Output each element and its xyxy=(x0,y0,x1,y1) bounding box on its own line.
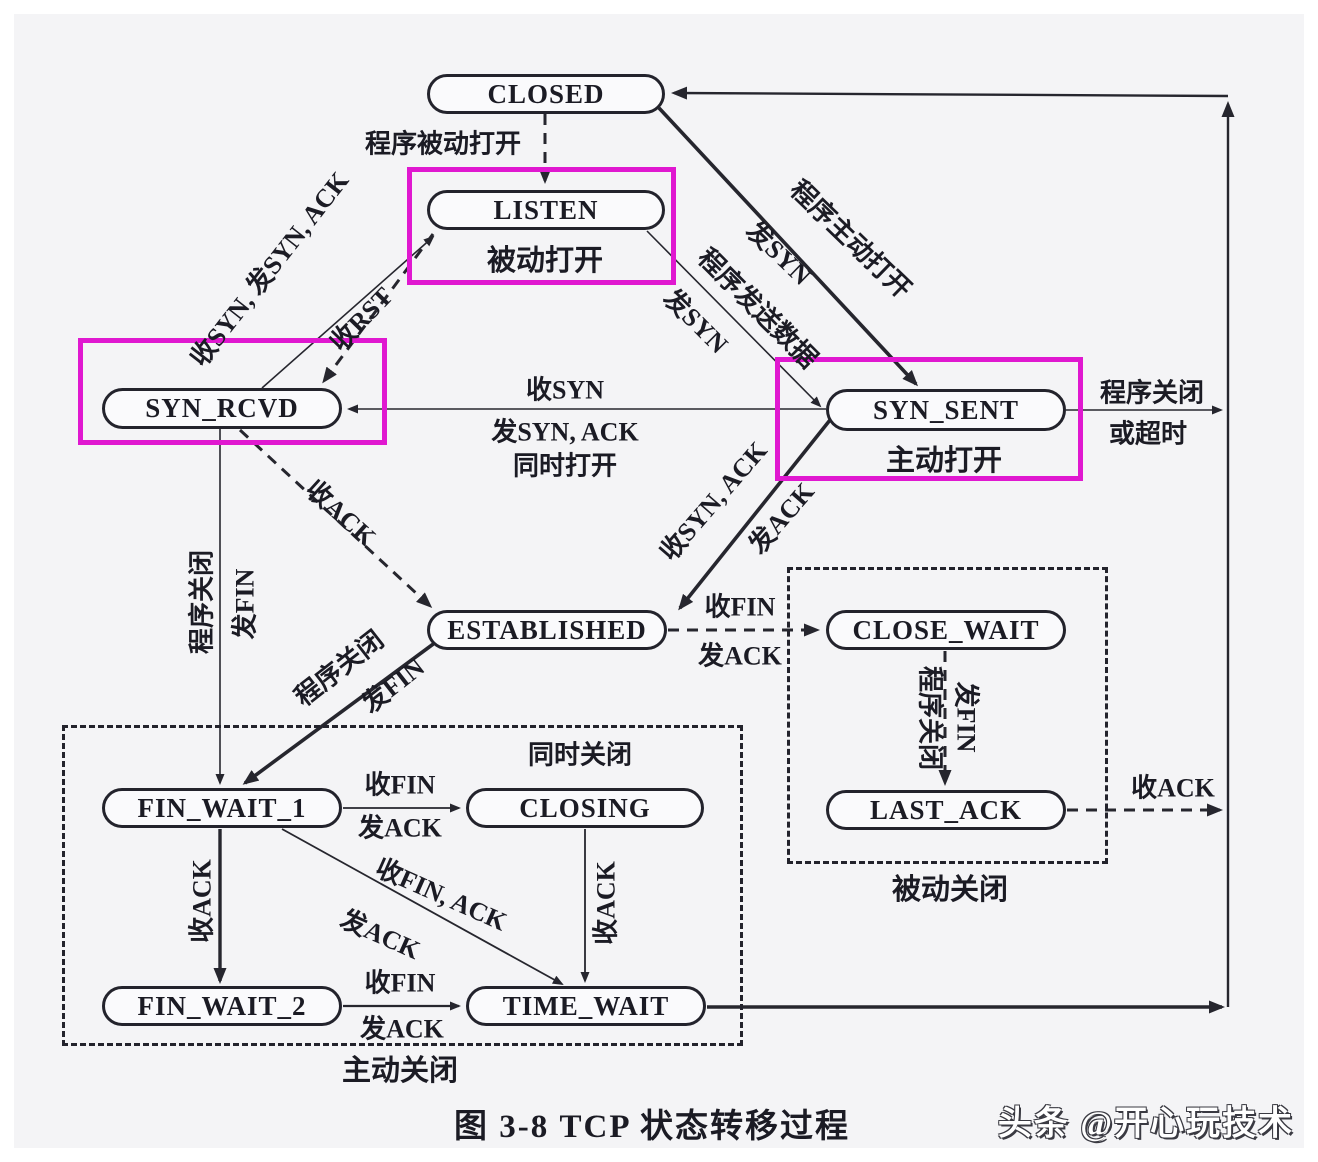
state-fin-wait-1: FIN_WAIT_1 xyxy=(102,788,342,828)
state-close-wait: CLOSE_WAIT xyxy=(826,610,1066,650)
label-synsent-out-1: 程序关闭 xyxy=(1099,378,1205,408)
label-closewait-lastack-action: 发FIN xyxy=(951,681,981,753)
label-established-closewait-event: 收FIN xyxy=(704,592,776,622)
state-syn-sent: SYN_SENT xyxy=(826,389,1066,431)
label-lastack-out: 收ACK xyxy=(1131,773,1215,803)
label-synsent-synrcvd-event: 收SYN xyxy=(525,375,605,405)
label-finwait2-timewait-event: 收FIN xyxy=(364,968,436,998)
label-established-closewait-action: 发ACK xyxy=(698,641,782,671)
state-fin-wait-2: FIN_WAIT_2 xyxy=(102,986,342,1026)
highlight-syn-rcvd xyxy=(78,338,387,445)
passive-close-region xyxy=(787,567,1108,864)
label-closing-timewait: 收ACK xyxy=(591,861,621,945)
label-synsent-out-2: 或超时 xyxy=(1108,419,1188,449)
state-closing: CLOSING xyxy=(466,788,704,828)
edge-listen-synrcvd xyxy=(322,233,435,384)
edge-synsent-established xyxy=(678,418,832,611)
label-finwait1-closing-action: 发ACK xyxy=(358,813,442,843)
watermark: 头条 @开心玩技术 xyxy=(997,1105,1295,1143)
label-synrcvd-finwait1-event: 程序关闭 xyxy=(187,549,217,655)
label-synsent-synrcvd-action: 发SYN, ACK xyxy=(491,417,639,447)
label-synrcvd-finwait1-action: 发FIN xyxy=(230,568,260,640)
note-simultaneous-open: 同时打开 xyxy=(512,451,618,481)
edge-closed-synsent xyxy=(657,106,919,387)
highlight-syn-sent xyxy=(775,357,1083,481)
note-passive-open: 被动打开 xyxy=(486,245,604,277)
note-simultaneous-close: 同时关闭 xyxy=(527,740,633,770)
state-syn-rcvd: SYN_RCVD xyxy=(102,388,342,429)
edge-finwait1-timewait xyxy=(281,828,564,985)
note-active-close: 主动关闭 xyxy=(341,1055,459,1087)
note-passive-close: 被动关闭 xyxy=(891,874,1009,906)
label-closewait-lastack-event: 程序关闭 xyxy=(915,665,945,771)
edge-synrcvd-listen xyxy=(261,235,435,389)
state-listen: LISTEN xyxy=(427,190,665,230)
edge-established-finwait1 xyxy=(242,640,438,785)
state-closed: CLOSED xyxy=(427,74,665,114)
label-finwait1-closing-event: 收FIN xyxy=(364,770,436,800)
figure-caption: 图 3-8 TCP 状态转移过程 xyxy=(454,1109,850,1145)
edge-rail-closed xyxy=(671,86,1229,100)
label-closed-listen: 程序被动打开 xyxy=(364,129,522,159)
note-active-open: 主动打开 xyxy=(885,445,1003,477)
label-finwait2-timewait-action: 发ACK xyxy=(360,1014,444,1044)
state-last-ack: LAST_ACK xyxy=(826,790,1066,830)
label-finwait1-finwait2: 收ACK xyxy=(187,859,217,943)
edge-synrcvd-established xyxy=(238,428,433,609)
state-established: ESTABLISHED xyxy=(427,610,667,650)
active-close-region xyxy=(62,725,743,1046)
state-time-wait: TIME_WAIT xyxy=(466,986,706,1026)
